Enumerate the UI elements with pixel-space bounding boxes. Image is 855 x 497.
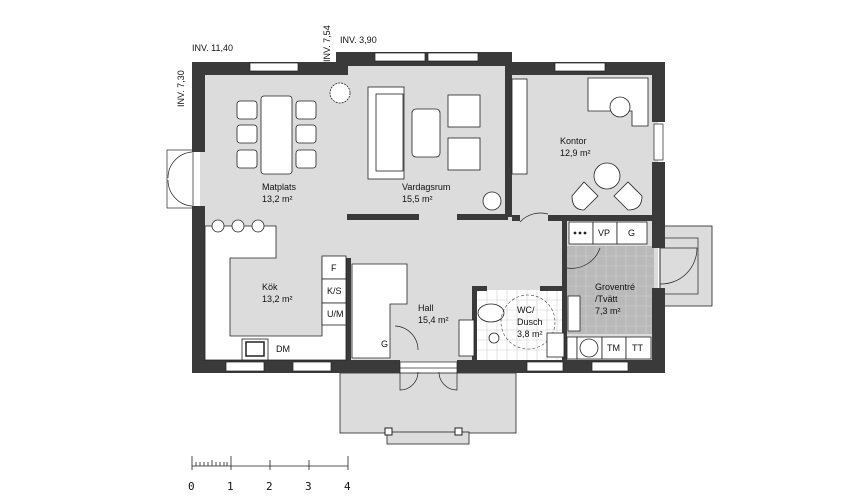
- fixture-fridge-freezer: K/S: [327, 286, 342, 296]
- room-area-vardagsrum: 15,5 m²: [402, 194, 433, 204]
- utility-fixtures: [566, 221, 652, 360]
- room-name-groventre-2: /Tvätt: [595, 294, 618, 304]
- room-name-vardagsrum: Vardagsrum: [402, 182, 450, 192]
- side-landing: [659, 225, 713, 307]
- fixture-wardrobe: G: [381, 339, 388, 349]
- fixture-closet: G: [628, 228, 635, 238]
- scale-label: 2: [266, 480, 273, 493]
- scale-label: 3: [305, 480, 312, 493]
- fixture-dishwasher: DM: [276, 344, 290, 354]
- room-name-hall: Hall: [418, 303, 434, 313]
- utility-floor: [566, 246, 654, 334]
- inv-label: INV. 7,54: [322, 25, 332, 62]
- room-area-matplats: 13,2 m²: [262, 194, 293, 204]
- room-name-groventre: Groventré: [595, 282, 635, 292]
- utility-tiles: [566, 246, 654, 334]
- room-name-matplats: Matplats: [262, 182, 297, 192]
- porch: [339, 372, 517, 445]
- fixture-water-heater: VP: [598, 228, 610, 238]
- room-name-kontor: Kontor: [560, 136, 587, 146]
- fixture-fridge: F: [331, 263, 337, 273]
- room-area-wc: 3,8 m²: [517, 329, 543, 339]
- room-area-groventre: 7,3 m²: [595, 306, 621, 316]
- room-name-kok: Kök: [262, 282, 278, 292]
- kitchen: [204, 219, 347, 361]
- side-door-left: [166, 149, 194, 209]
- windows: [225, 52, 664, 372]
- scale-label: 4: [344, 480, 351, 493]
- fixture-dryer: TT: [632, 343, 643, 353]
- office-furniture: [511, 77, 649, 223]
- inv-label: INV. 11,40: [192, 43, 233, 53]
- room-area-hall: 15,4 m²: [418, 315, 449, 325]
- inv-label: INV. 3,90: [340, 35, 377, 45]
- plant-icon: [329, 82, 351, 104]
- room-name-wc: WC/: [517, 305, 535, 315]
- dining-table: [236, 95, 317, 175]
- hall-closet: [351, 263, 475, 359]
- sofa-group: [367, 86, 502, 211]
- scale-bar: [191, 456, 349, 470]
- fixture-oven: U/M: [327, 309, 344, 319]
- wc-fixtures: [477, 294, 565, 358]
- room-name-wc-2: Dusch: [517, 317, 543, 327]
- room-area-kontor: 12,9 m²: [560, 148, 591, 158]
- room-area-kok: 13,2 m²: [262, 294, 293, 304]
- fixture-washer: TM: [607, 343, 620, 353]
- scale-label: 1: [227, 480, 234, 493]
- inv-label: INV. 7,30: [176, 70, 186, 107]
- scale-label: 0: [188, 480, 195, 493]
